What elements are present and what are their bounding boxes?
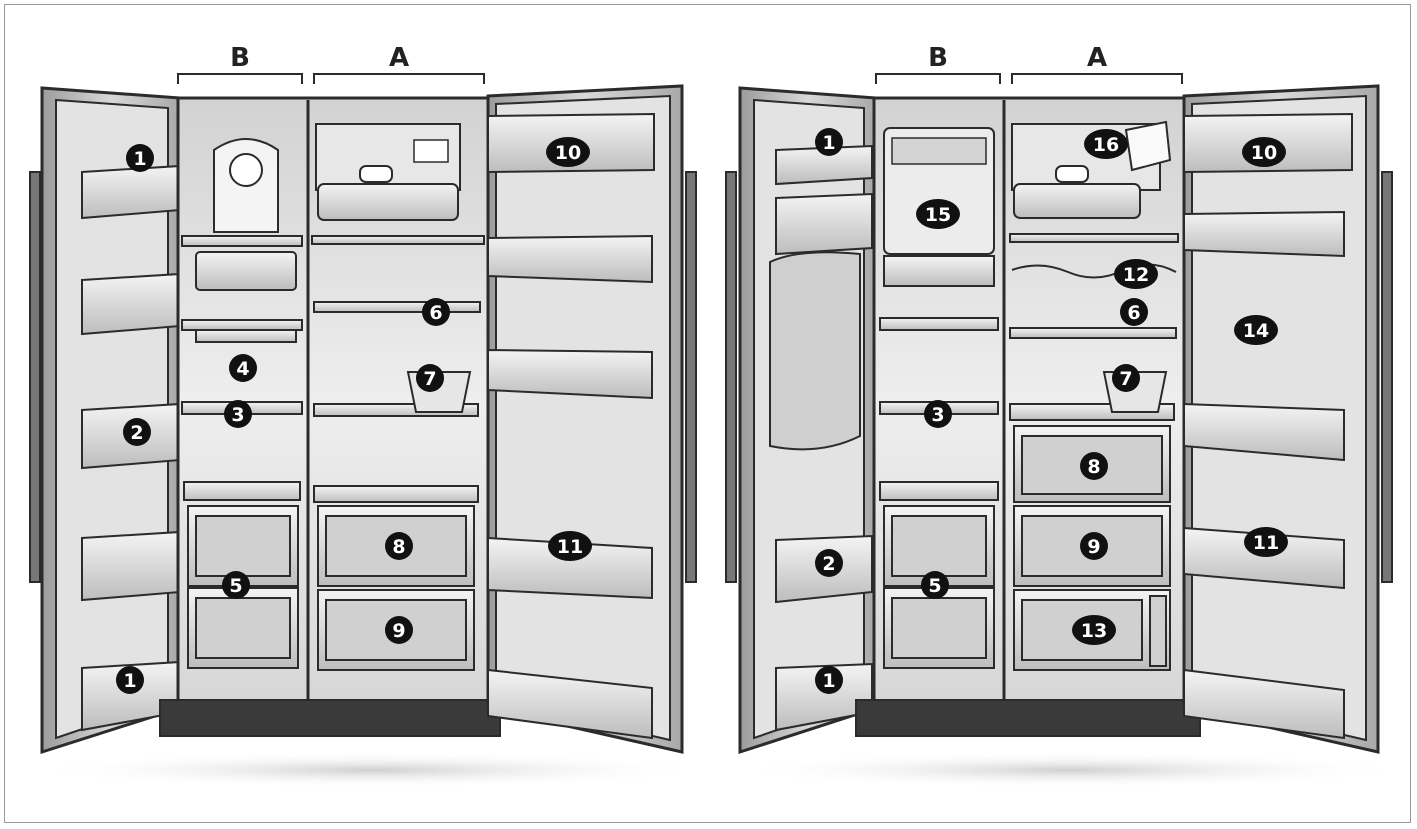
svg-text:5: 5 bbox=[928, 575, 941, 597]
svg-text:8: 8 bbox=[1087, 456, 1100, 478]
svg-text:5: 5 bbox=[229, 575, 242, 597]
svg-text:11: 11 bbox=[1253, 532, 1279, 554]
section-brackets bbox=[177, 73, 1183, 84]
svg-text:7: 7 bbox=[1119, 368, 1132, 390]
callout-marker-right-1: 1 bbox=[815, 128, 843, 156]
callout-marker-right-11: 11 bbox=[1244, 527, 1288, 557]
svg-text:10: 10 bbox=[555, 142, 581, 164]
callout-marker-left-7: 7 bbox=[416, 364, 444, 392]
svg-text:1: 1 bbox=[822, 132, 835, 154]
svg-text:1: 1 bbox=[822, 670, 835, 692]
callout-marker-right-8: 8 bbox=[1080, 452, 1108, 480]
callout-marker-left-6: 6 bbox=[422, 298, 450, 326]
svg-text:9: 9 bbox=[392, 620, 405, 642]
callout-marker-right-3: 3 bbox=[924, 400, 952, 428]
callout-marker-left-8: 8 bbox=[385, 532, 413, 560]
svg-text:12: 12 bbox=[1123, 264, 1149, 286]
svg-text:1: 1 bbox=[123, 670, 136, 692]
callout-marker-left-1b: 1 bbox=[116, 666, 144, 694]
svg-text:11: 11 bbox=[557, 536, 583, 558]
svg-text:6: 6 bbox=[1127, 302, 1140, 324]
callout-marker-left-11: 11 bbox=[548, 531, 592, 561]
callout-marker-right-10: 10 bbox=[1242, 137, 1286, 167]
callout-marker-right-2: 2 bbox=[815, 549, 843, 577]
callout-marker-left-3: 3 bbox=[224, 400, 252, 428]
svg-text:3: 3 bbox=[231, 404, 244, 426]
callout-marker-left-10: 10 bbox=[546, 137, 590, 167]
svg-text:10: 10 bbox=[1251, 142, 1277, 164]
callout-marker-right-5: 5 bbox=[921, 571, 949, 599]
svg-text:9: 9 bbox=[1087, 536, 1100, 558]
svg-text:15: 15 bbox=[925, 204, 951, 226]
callout-marker-right-16: 16 bbox=[1084, 129, 1128, 159]
svg-text:4: 4 bbox=[236, 358, 249, 380]
callout-marker-left-4: 4 bbox=[229, 354, 257, 382]
svg-text:7: 7 bbox=[423, 368, 436, 390]
right-section-b-label: B bbox=[928, 43, 948, 73]
callout-marker-left-2: 2 bbox=[123, 418, 151, 446]
callout-marker-right-7: 7 bbox=[1112, 364, 1140, 392]
svg-text:13: 13 bbox=[1081, 620, 1107, 642]
callout-marker-right-6: 6 bbox=[1120, 298, 1148, 326]
callout-marker-left-5: 5 bbox=[222, 571, 250, 599]
callout-marker-right-13: 13 bbox=[1072, 615, 1116, 645]
svg-text:3: 3 bbox=[931, 404, 944, 426]
left-fridge bbox=[29, 84, 712, 788]
callout-marker-right-14: 14 bbox=[1234, 315, 1278, 345]
svg-text:2: 2 bbox=[822, 553, 835, 575]
svg-text:16: 16 bbox=[1093, 134, 1119, 156]
svg-text:8: 8 bbox=[392, 536, 405, 558]
callout-marker-right-1b: 1 bbox=[815, 666, 843, 694]
right-fridge bbox=[725, 84, 1410, 788]
svg-text:1: 1 bbox=[133, 148, 146, 170]
callout-marker-left-1: 1 bbox=[126, 144, 154, 172]
svg-text:14: 14 bbox=[1243, 320, 1269, 342]
callout-marker-left-9: 9 bbox=[385, 616, 413, 644]
right-section-a-label: A bbox=[1087, 43, 1107, 73]
callout-marker-right-9: 9 bbox=[1080, 532, 1108, 560]
callout-marker-right-12: 12 bbox=[1114, 259, 1158, 289]
svg-text:6: 6 bbox=[429, 302, 442, 324]
svg-text:2: 2 bbox=[130, 422, 143, 444]
left-section-b-label: B bbox=[230, 43, 250, 73]
callout-marker-right-15: 15 bbox=[916, 199, 960, 229]
left-section-a-label: A bbox=[389, 43, 409, 73]
